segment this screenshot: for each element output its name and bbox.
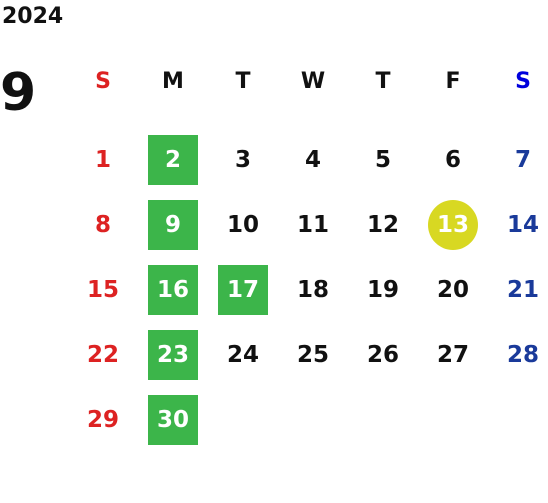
- calendar-day-number: 23: [148, 329, 198, 380]
- calendar-day-number: 18: [296, 276, 329, 303]
- calendar-day[interactable]: 19: [348, 257, 418, 322]
- weekday-header-4: T: [375, 68, 391, 94]
- calendar-day-number: [428, 395, 478, 445]
- calendar-day-number: 26: [366, 341, 399, 368]
- calendar-day-number: 20: [436, 276, 469, 303]
- calendar-day[interactable]: 5: [348, 127, 418, 192]
- calendar-day-number: 1: [94, 146, 111, 173]
- calendar-day[interactable]: 2: [138, 127, 208, 192]
- calendar-day-number: 28: [506, 341, 539, 368]
- calendar-day-number: 27: [436, 341, 469, 368]
- calendar-day-number: 13: [428, 199, 478, 250]
- calendar-month: 9: [0, 63, 37, 123]
- calendar-day[interactable]: 4: [278, 127, 348, 192]
- calendar-day-number: 29: [86, 406, 119, 433]
- calendar-day[interactable]: 9: [138, 192, 208, 257]
- calendar-empty-cell: [208, 387, 278, 452]
- weekday-header-1: M: [162, 68, 184, 94]
- calendar-day[interactable]: 7: [488, 127, 548, 192]
- calendar-day[interactable]: 1: [68, 127, 138, 192]
- calendar-day-number: 21: [506, 276, 539, 303]
- calendar-empty-cell: [348, 387, 418, 452]
- calendar-day-number: 15: [86, 276, 119, 303]
- calendar-empty-cell: [278, 387, 348, 452]
- calendar-day[interactable]: 27: [418, 322, 488, 387]
- calendar-day[interactable]: 22: [68, 322, 138, 387]
- calendar-day-number: 14: [506, 211, 539, 238]
- calendar-day[interactable]: 16: [138, 257, 208, 322]
- calendar-empty-cell: [418, 387, 488, 452]
- calendar-day-number: 11: [296, 211, 329, 238]
- calendar-day-number: 9: [148, 199, 198, 250]
- weekday-header-3: W: [300, 68, 326, 94]
- calendar-day[interactable]: 17: [208, 257, 278, 322]
- calendar-day-number: 16: [148, 264, 198, 315]
- calendar-day-number: [498, 395, 548, 445]
- calendar-day-number: 7: [514, 146, 531, 173]
- calendar-day-number: 24: [226, 341, 259, 368]
- calendar-year: 2024: [2, 4, 64, 29]
- calendar-day-number: 30: [148, 394, 198, 445]
- calendar-day-number: 17: [218, 264, 268, 315]
- calendar-day-number: 6: [444, 146, 461, 173]
- calendar-day-number: 3: [234, 146, 251, 173]
- calendar-day-number: 22: [86, 341, 119, 368]
- calendar-day-number: 19: [366, 276, 399, 303]
- calendar-day-number: [218, 395, 268, 445]
- calendar-day-number: 2: [148, 134, 198, 185]
- calendar-day[interactable]: 3: [208, 127, 278, 192]
- weekday-header-6: S: [515, 68, 531, 94]
- calendar-day[interactable]: 25: [278, 322, 348, 387]
- calendar-day[interactable]: 18: [278, 257, 348, 322]
- calendar-day[interactable]: 15: [68, 257, 138, 322]
- calendar-day[interactable]: 29: [68, 387, 138, 452]
- calendar-day-number: 5: [374, 146, 391, 173]
- calendar-day[interactable]: 6: [418, 127, 488, 192]
- calendar-day[interactable]: 24: [208, 322, 278, 387]
- calendar-day[interactable]: 23: [138, 322, 208, 387]
- calendar-day[interactable]: 28: [488, 322, 548, 387]
- calendar-day[interactable]: 21: [488, 257, 548, 322]
- weekday-header-0: S: [95, 68, 111, 94]
- calendar-day[interactable]: 10: [208, 192, 278, 257]
- calendar-day-number: 12: [366, 211, 399, 238]
- calendar-day-number: [288, 395, 338, 445]
- calendar-day-number: 10: [226, 211, 259, 238]
- calendar-day-number: 25: [296, 341, 329, 368]
- calendar-empty-cell: [488, 387, 548, 452]
- calendar-day[interactable]: 14: [488, 192, 548, 257]
- weekday-header-5: F: [445, 68, 461, 94]
- calendar-day[interactable]: 26: [348, 322, 418, 387]
- calendar-day[interactable]: 11: [278, 192, 348, 257]
- calendar-day-number: 8: [94, 211, 111, 238]
- calendar-day[interactable]: 30: [138, 387, 208, 452]
- calendar-day-number: [358, 395, 408, 445]
- calendar-day-number: 4: [304, 146, 321, 173]
- weekday-header-2: T: [235, 68, 251, 94]
- calendar-day[interactable]: 12: [348, 192, 418, 257]
- calendar-day[interactable]: 13: [418, 192, 488, 257]
- calendar-day[interactable]: 8: [68, 192, 138, 257]
- calendar-day[interactable]: 20: [418, 257, 488, 322]
